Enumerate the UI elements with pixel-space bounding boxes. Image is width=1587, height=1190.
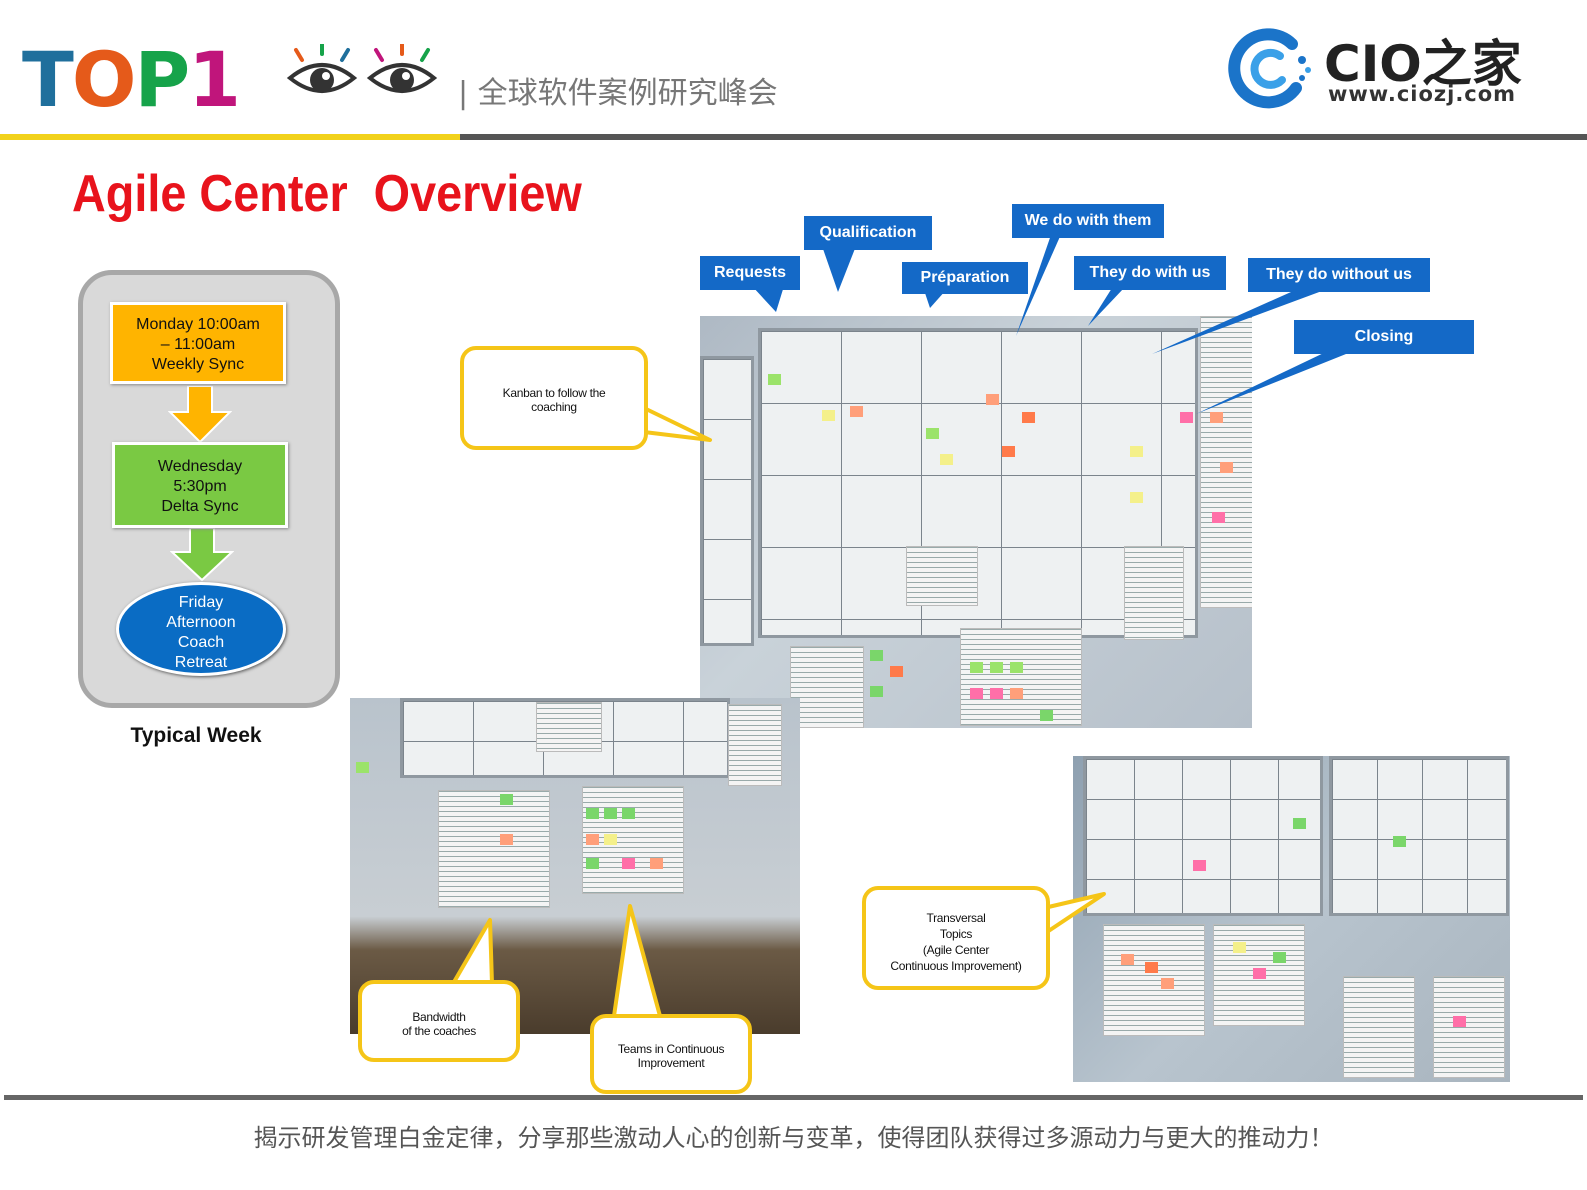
- sticky-note: [990, 662, 1003, 673]
- footer-slogan: 揭示研发管理白金定律，分享那些激动人心的创新与变革，使得团队获得过多源动力与更大…: [253, 1124, 1334, 1152]
- sticky-note: [356, 762, 369, 773]
- sticky-note: [586, 858, 599, 869]
- sticky-note: [1180, 412, 1193, 423]
- paper-sheet: [1103, 924, 1205, 1036]
- sticky-note: [1253, 968, 1266, 979]
- tag-they-do-without-us: They do without us: [1248, 258, 1430, 292]
- sticky-note: [1233, 942, 1246, 953]
- partner-url: www.ciozj.com: [1328, 82, 1517, 106]
- sticky-note: [650, 858, 663, 869]
- tag-requests: Requests: [700, 256, 800, 290]
- sticky-note: [970, 688, 983, 699]
- sticky-note: [1273, 952, 1286, 963]
- sticky-note: [1453, 1016, 1466, 1027]
- arrow-down-icon: [168, 386, 232, 444]
- cio-logo-icon: [1228, 28, 1311, 109]
- paper-sheet: [790, 646, 864, 728]
- kanban-board-photo: [700, 316, 1252, 728]
- eyes-logo-icon: [286, 44, 438, 93]
- tag-they-do-with-us: They do with us: [1074, 256, 1226, 290]
- tag-we-do-with-them: We do with them: [1012, 204, 1164, 238]
- paper-sheet: [1343, 976, 1415, 1078]
- sticky-note: [1130, 492, 1143, 503]
- paper-sheet: [728, 704, 782, 786]
- footer-rule: [4, 1095, 1583, 1100]
- sticky-note: [1002, 446, 1015, 457]
- typical-week-label: Typical Week: [130, 724, 262, 747]
- sticky-note: [586, 808, 599, 819]
- paper-sheet: [536, 702, 602, 752]
- sticky-note: [970, 662, 983, 673]
- paper-sheet: [1124, 546, 1184, 640]
- sticky-note: [1193, 860, 1206, 871]
- tag-preparation: Préparation: [902, 262, 1028, 294]
- sticky-note: [1220, 462, 1233, 473]
- tag-qualification: Qualification: [804, 216, 932, 250]
- paper-sheet: [582, 786, 684, 894]
- sticky-note: [1040, 710, 1053, 721]
- sticky-note: [870, 686, 883, 697]
- header-rule-accent: [0, 134, 460, 140]
- sticky-note: [1393, 836, 1406, 847]
- tag-closing: Closing: [1294, 320, 1474, 354]
- sticky-note: [1010, 688, 1023, 699]
- sticky-note: [890, 666, 903, 677]
- whiteboard: [400, 698, 730, 778]
- paper-sheet: [438, 790, 550, 908]
- sticky-note: [850, 406, 863, 417]
- sticky-note: [768, 374, 781, 385]
- whiteboard: [758, 328, 1198, 638]
- sticky-note: [1161, 978, 1174, 989]
- team-boards-photo: [350, 698, 800, 1034]
- sticky-note: [926, 428, 939, 439]
- paper-sheet: [960, 628, 1082, 726]
- conference-subtitle: | 全球软件案例研究峰会: [458, 76, 778, 111]
- sticky-note: [940, 454, 953, 465]
- top1-logo: TOP1: [22, 35, 241, 124]
- sticky-note: [586, 834, 599, 845]
- partner-name: CIO之家: [1324, 35, 1522, 93]
- whiteboard: [700, 356, 754, 646]
- arrow-down-icon: [170, 528, 234, 582]
- whiteboard: [1329, 756, 1509, 916]
- page-title: Agile Center Overview: [72, 165, 582, 223]
- whiteboard: [1083, 756, 1323, 916]
- paper-sheet: [1433, 976, 1505, 1078]
- sticky-note: [990, 688, 1003, 699]
- transversal-topics-photo: [1073, 756, 1510, 1082]
- sticky-note: [622, 808, 635, 819]
- sticky-note: [1022, 412, 1035, 423]
- header-rule: [460, 134, 1587, 140]
- sticky-note: [1293, 818, 1306, 829]
- sticky-note: [870, 650, 883, 661]
- sticky-note: [1145, 962, 1158, 973]
- sticky-note: [500, 794, 513, 805]
- sticky-note: [1212, 512, 1225, 523]
- sticky-note: [1121, 954, 1134, 965]
- sticky-note: [822, 410, 835, 421]
- sticky-note: [1210, 412, 1223, 423]
- sticky-note: [604, 808, 617, 819]
- sticky-note: [500, 834, 513, 845]
- sticky-note: [604, 834, 617, 845]
- sticky-note: [986, 394, 999, 405]
- sticky-note: [1010, 662, 1023, 673]
- paper-sheet: [906, 546, 978, 606]
- sticky-note: [1130, 446, 1143, 457]
- sticky-note: [622, 858, 635, 869]
